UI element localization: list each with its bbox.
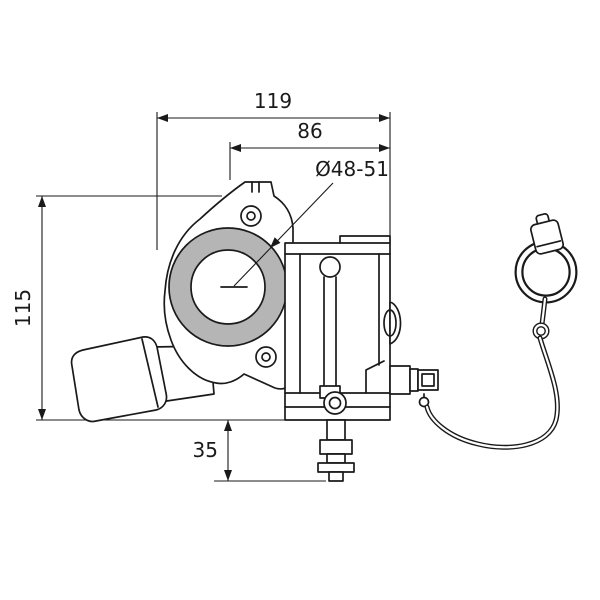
bolt-top-center	[246, 211, 256, 221]
dimension-lines	[36, 112, 391, 482]
handle-grip	[70, 336, 168, 423]
lynch-pin-head	[529, 213, 565, 255]
plunger-knob	[319, 256, 341, 278]
lanyard-cable-inner	[425, 336, 559, 449]
arrowhead	[230, 144, 241, 152]
dimension-labels: 119 86 Ø48-51 115 35	[11, 89, 389, 462]
lanyard-anchor-eye	[418, 396, 430, 408]
arrowhead	[38, 409, 46, 420]
arrowhead	[224, 420, 232, 431]
arrowhead	[379, 114, 390, 122]
pin-head-body	[529, 219, 565, 255]
fitting-flange	[317, 462, 355, 473]
port-opening	[421, 373, 435, 387]
clamp-ring	[168, 227, 288, 347]
housing-bracket	[365, 360, 385, 394]
leader-line-bore	[233, 182, 334, 287]
bore-leader	[233, 182, 334, 287]
arrowhead	[379, 144, 390, 152]
arrowhead	[38, 196, 46, 207]
arrowhead	[157, 114, 168, 122]
lanyard-upper-inner	[540, 297, 547, 326]
fitting-stem	[326, 419, 346, 441]
arrowhead	[224, 470, 232, 481]
fitting-block	[319, 439, 353, 455]
fitting-tip	[328, 471, 344, 482]
side-port	[389, 365, 439, 408]
port-base	[389, 365, 411, 395]
port-collar	[409, 368, 419, 392]
housing-bolt-center	[328, 396, 342, 410]
grease-fitting	[317, 419, 355, 482]
housing-top-step	[339, 235, 391, 244]
dim-label-overall-height: 115	[11, 289, 35, 327]
fitting-neck	[326, 453, 346, 464]
dim-label-clamp-width: 86	[297, 119, 322, 143]
arrowhead	[270, 237, 281, 248]
dim-label-bore-diameter: Ø48-51	[315, 157, 389, 181]
lynch-pin-assembly	[424, 213, 578, 450]
bolt-bottom-center	[261, 352, 271, 362]
dim-label-bottom-offset: 35	[193, 438, 218, 462]
housing	[284, 235, 402, 421]
pin-head-line	[536, 240, 562, 248]
handle-ferrule-line	[141, 338, 159, 408]
clamp-body	[163, 181, 294, 390]
dim-label-overall-width: 119	[254, 89, 292, 113]
roller-detail	[383, 309, 397, 337]
